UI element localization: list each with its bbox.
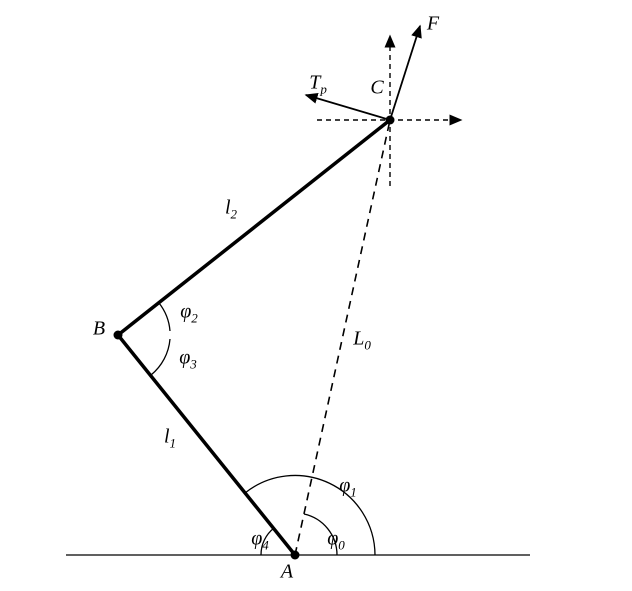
angle-label-phi4: φ4 — [251, 527, 269, 553]
virtual-leg-L0-line — [294, 119, 391, 556]
angle-label-phi0: φ0 — [327, 527, 345, 553]
angle-arc-phi1 — [244, 474, 376, 556]
angle-arc-phi3 — [150, 338, 171, 376]
length-label-L0: L0 — [353, 327, 371, 353]
length-label-l2: l2 — [224, 196, 238, 222]
angle-label-phi2: φ2 — [180, 300, 198, 326]
force-F-arrow — [389, 24, 422, 121]
angle-label-phi1: φ1 — [339, 474, 357, 500]
point-label-C: C — [370, 76, 384, 99]
torque-label-Tp: Tp — [309, 71, 327, 97]
point-label-A: A — [280, 560, 294, 583]
joint-A-dot — [290, 550, 300, 560]
link-l1-line — [116, 333, 297, 557]
length-label-l1: l1 — [163, 425, 177, 451]
angle-arc-phi2 — [158, 302, 171, 332]
angle-arc-phi4 — [260, 527, 275, 556]
joint-C-dot — [385, 115, 395, 125]
link-l2-line — [116, 118, 392, 337]
angle-label-phi3: φ3 — [179, 346, 197, 372]
torque-Tp-arrow — [304, 93, 391, 121]
joint-B-dot — [113, 330, 123, 340]
angle-arc-phi0 — [303, 513, 338, 556]
point-label-B: B — [92, 317, 106, 340]
force-label-F: F — [426, 12, 440, 35]
